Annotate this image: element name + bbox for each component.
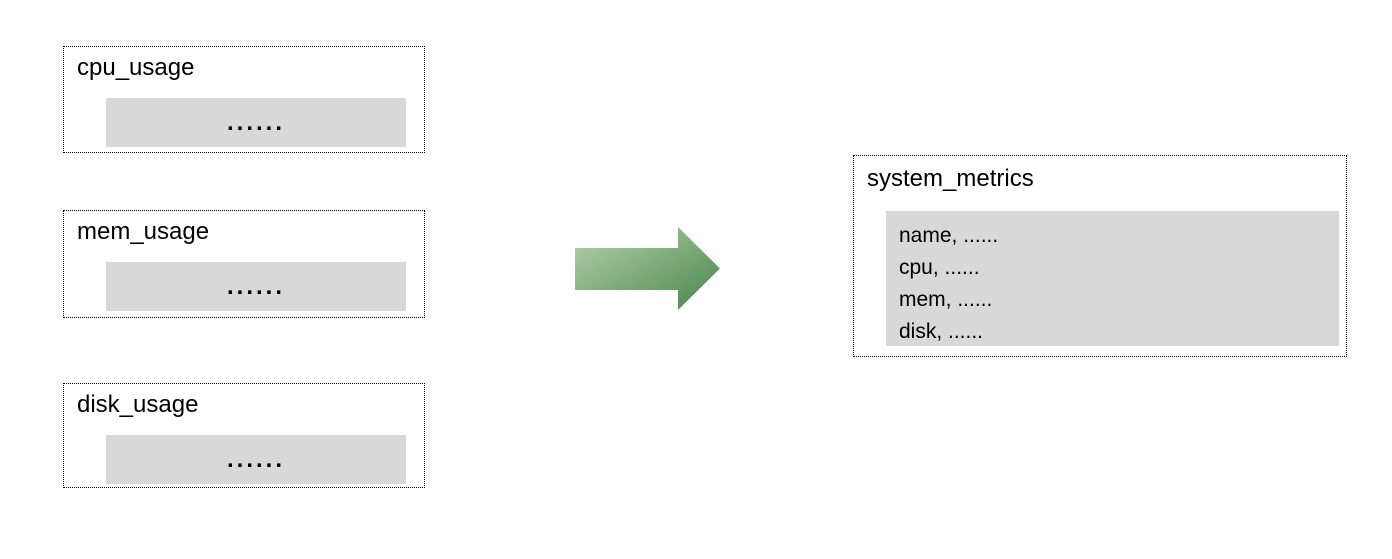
target-box-title: system_metrics (867, 165, 1034, 192)
field-row-disk: disk, ...... (899, 320, 984, 343)
merge-arrow-icon (575, 227, 720, 310)
source-box-title: cpu_usage (77, 54, 195, 81)
ellipsis-placeholder: ...... (226, 445, 285, 473)
source-box-title: mem_usage (77, 218, 210, 245)
target-box-system-metrics: system_metrics name, ...... cpu, ...... … (853, 155, 1347, 357)
ellipsis-placeholder: ...... (226, 272, 285, 300)
source-box-cpu-usage: cpu_usage ...... (63, 46, 425, 153)
source-data-bar: ...... (106, 262, 406, 311)
ellipsis-placeholder: ...... (226, 108, 285, 136)
source-box-mem-usage: mem_usage ...... (63, 210, 425, 318)
field-row-mem: mem, ...... (899, 288, 993, 311)
source-box-disk-usage: disk_usage ...... (63, 383, 425, 488)
source-data-bar: ...... (106, 98, 406, 147)
field-row-cpu: cpu, ...... (899, 256, 980, 279)
field-row-name: name, ...... (899, 224, 999, 247)
target-fields-panel: name, ...... cpu, ...... mem, ...... dis… (886, 211, 1339, 346)
source-data-bar: ...... (106, 435, 406, 484)
source-box-title: disk_usage (77, 391, 199, 418)
